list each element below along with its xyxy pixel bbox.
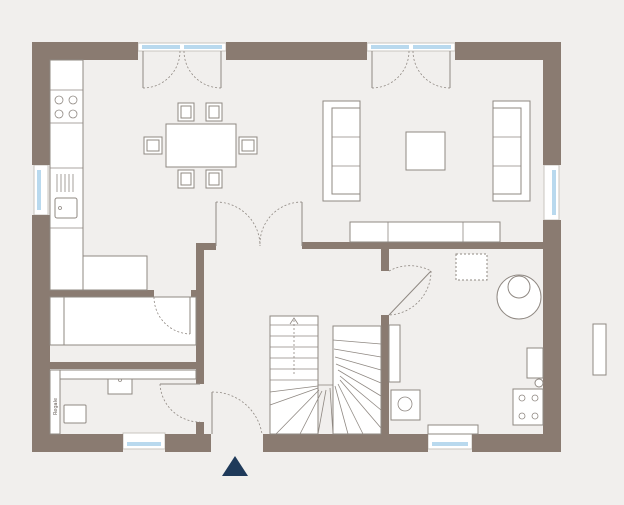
wc-room: Regale [49, 369, 197, 435]
appliance [526, 347, 544, 379]
window-bottom-right [427, 432, 473, 450]
walls [32, 42, 561, 452]
wall-right-lower [543, 220, 561, 452]
wall-right-upper [543, 42, 561, 165]
wall-top-right [455, 42, 561, 60]
cooktop-icon [512, 388, 544, 426]
wall-wc-top [50, 362, 202, 369]
wall-room-left-lower [381, 315, 389, 435]
living-area [322, 100, 531, 243]
wall-top-middle [226, 42, 367, 60]
wall-top-left [32, 42, 138, 60]
boiler-icon [496, 274, 542, 320]
door-terrace-left [142, 50, 222, 89]
kitchen-counter [49, 59, 84, 291]
windows [33, 42, 560, 450]
dining-chair [143, 136, 163, 155]
kitchen-sideboard [63, 296, 197, 346]
window-left [33, 164, 49, 216]
kitchen-island [82, 255, 148, 291]
sink-icon [54, 174, 78, 219]
dining-chair [205, 102, 223, 122]
kitchen [49, 59, 197, 346]
door-living [215, 201, 303, 247]
wall-left-upper [32, 42, 50, 165]
doors [142, 50, 451, 435]
sofa [322, 100, 361, 202]
door-wc [159, 383, 201, 423]
sideboard [349, 221, 501, 243]
cooktop-icon [54, 95, 78, 119]
wall-bottom-4 [472, 434, 561, 452]
dining-chair [238, 136, 258, 155]
wall-hall-left-stub [196, 422, 204, 436]
staircase [269, 315, 382, 435]
wc-counter [59, 369, 197, 380]
wall-kitchen-bottom [50, 290, 154, 297]
shelf-label: Regale [53, 398, 59, 415]
wall-bottom-2 [165, 434, 211, 452]
wall-stub-1 [191, 290, 197, 298]
sofa [492, 100, 531, 202]
counter-strip [427, 424, 479, 435]
door-kitchen [153, 296, 191, 335]
entrance-triangle-up-icon [222, 456, 248, 476]
door-entrance [211, 391, 263, 435]
door-utility [388, 265, 432, 316]
wall-hall-left [196, 243, 204, 384]
wall-living-bottom [302, 242, 545, 249]
kitchen-sideboard-end [49, 296, 65, 346]
toilet [63, 404, 87, 424]
washing-machine-icon [390, 389, 421, 421]
dining-chair [205, 169, 223, 189]
wall-cabinet [388, 324, 401, 383]
window-top-right [366, 42, 456, 52]
window-top-left [137, 42, 227, 52]
wall-hall-top [196, 243, 216, 250]
dining-chair [177, 169, 195, 189]
dining-chair [177, 102, 195, 122]
wall-bottom-3 [263, 434, 428, 452]
door-terrace-right [371, 50, 451, 89]
utility-room [388, 253, 544, 435]
wall-bottom-1 [32, 434, 123, 452]
dining-set [143, 102, 258, 189]
outdoor-element [592, 323, 607, 376]
coffee-table [405, 131, 446, 171]
window-bottom-left [122, 432, 166, 450]
dashed-unit [455, 253, 488, 281]
window-right [543, 164, 560, 221]
wall-left-lower [32, 215, 50, 452]
dining-table [165, 123, 237, 168]
shelf [49, 369, 61, 435]
wall-room-left-upper [381, 249, 389, 271]
